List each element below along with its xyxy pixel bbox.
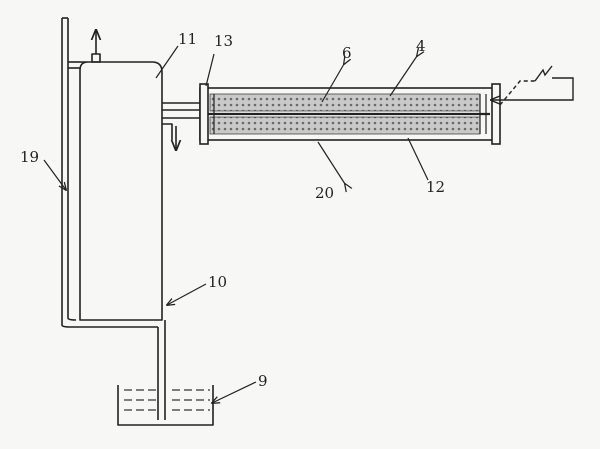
label-13: 13 [214, 32, 233, 50]
connect-pipe-upper [162, 102, 200, 111]
reactor-tube [199, 83, 501, 145]
label-20: 20 [315, 184, 334, 202]
leader-6 [321, 64, 344, 103]
packing-lower [209, 116, 481, 135]
bypass-pipe [61, 18, 158, 328]
water-surface [124, 389, 210, 411]
bypass-pipe-inner [67, 18, 77, 321]
leader-4 [389, 56, 417, 97]
leader-9 [212, 381, 257, 403]
leader-19 [43, 159, 66, 190]
vessel-body [79, 61, 163, 321]
leader-13 [205, 53, 215, 87]
label-12: 12 [426, 178, 445, 196]
leader-11 [155, 45, 179, 79]
leader-12 [407, 137, 429, 181]
label-6: 6 [342, 44, 352, 62]
packing-upper [209, 93, 481, 112]
end-cap-left [199, 83, 209, 145]
connect-pipe-lower [162, 117, 200, 140]
end-cap-right [491, 83, 501, 145]
label-10: 10 [208, 273, 227, 291]
label-19: 19 [20, 148, 39, 166]
down-pipe [157, 320, 166, 420]
label-11: 11 [178, 30, 197, 48]
leader-20 [317, 141, 345, 184]
label-4: 4 [416, 37, 426, 55]
label-9: 9 [258, 372, 268, 390]
vent-pipe [91, 53, 101, 63]
power-circuit [491, 65, 574, 106]
water-tank [117, 385, 214, 426]
leader-10 [167, 283, 207, 305]
